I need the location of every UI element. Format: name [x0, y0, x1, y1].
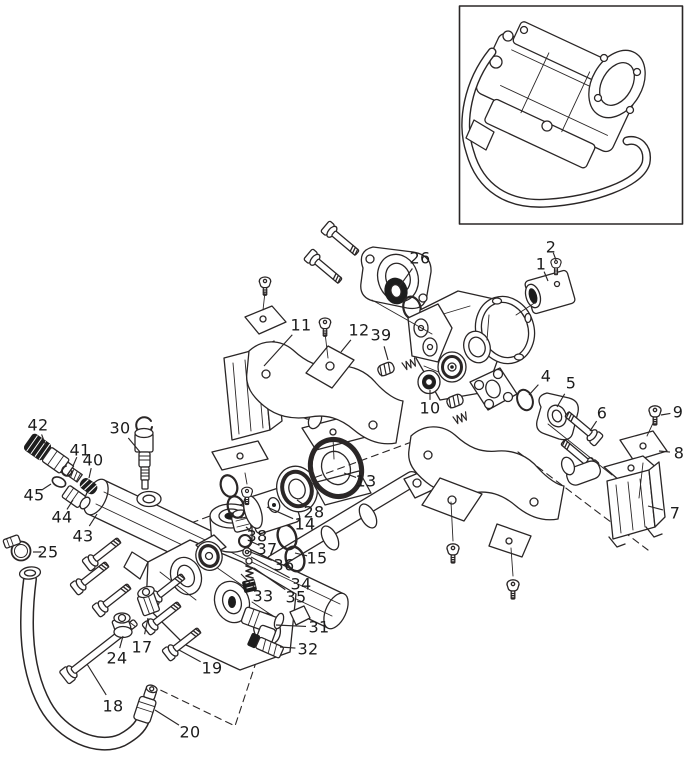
- part-plate-8: [619, 430, 668, 462]
- part-cylinder-1: [524, 269, 576, 315]
- part-clamp-5: [536, 392, 579, 441]
- explosion-axes: [244, 291, 655, 577]
- part-bearing-28: [276, 465, 318, 513]
- part-top-bolts: [302, 219, 363, 288]
- part-gasket-bottom: [421, 477, 483, 564]
- part-bearing-10: [417, 351, 467, 395]
- part-crankcase: [407, 290, 536, 401]
- part-plate-right: [408, 426, 565, 521]
- part-nut-17: [136, 585, 160, 617]
- part-unloader-30: [134, 416, 154, 490]
- leader-lines: [33, 252, 671, 726]
- inset-assembled-pump: [458, 5, 684, 225]
- part-bracket-bottom: [488, 523, 532, 600]
- part-plate-11: [246, 341, 404, 445]
- part-valve-cage-7: [560, 455, 666, 548]
- part-bearing-left: [195, 540, 223, 572]
- part-cylinder-flange-right: [469, 367, 518, 411]
- part-hose-clamp-25: [2, 534, 32, 562]
- part-plug-24: [111, 612, 133, 639]
- part-screw-9: [648, 405, 662, 426]
- part-gasket-12: [305, 317, 355, 389]
- part-hose: [18, 566, 150, 751]
- part-oring-4: [516, 388, 534, 412]
- part-thermal-valve-42: [23, 433, 98, 510]
- part-barb-32: [247, 632, 284, 659]
- part-hose-fitting-20: [133, 684, 158, 724]
